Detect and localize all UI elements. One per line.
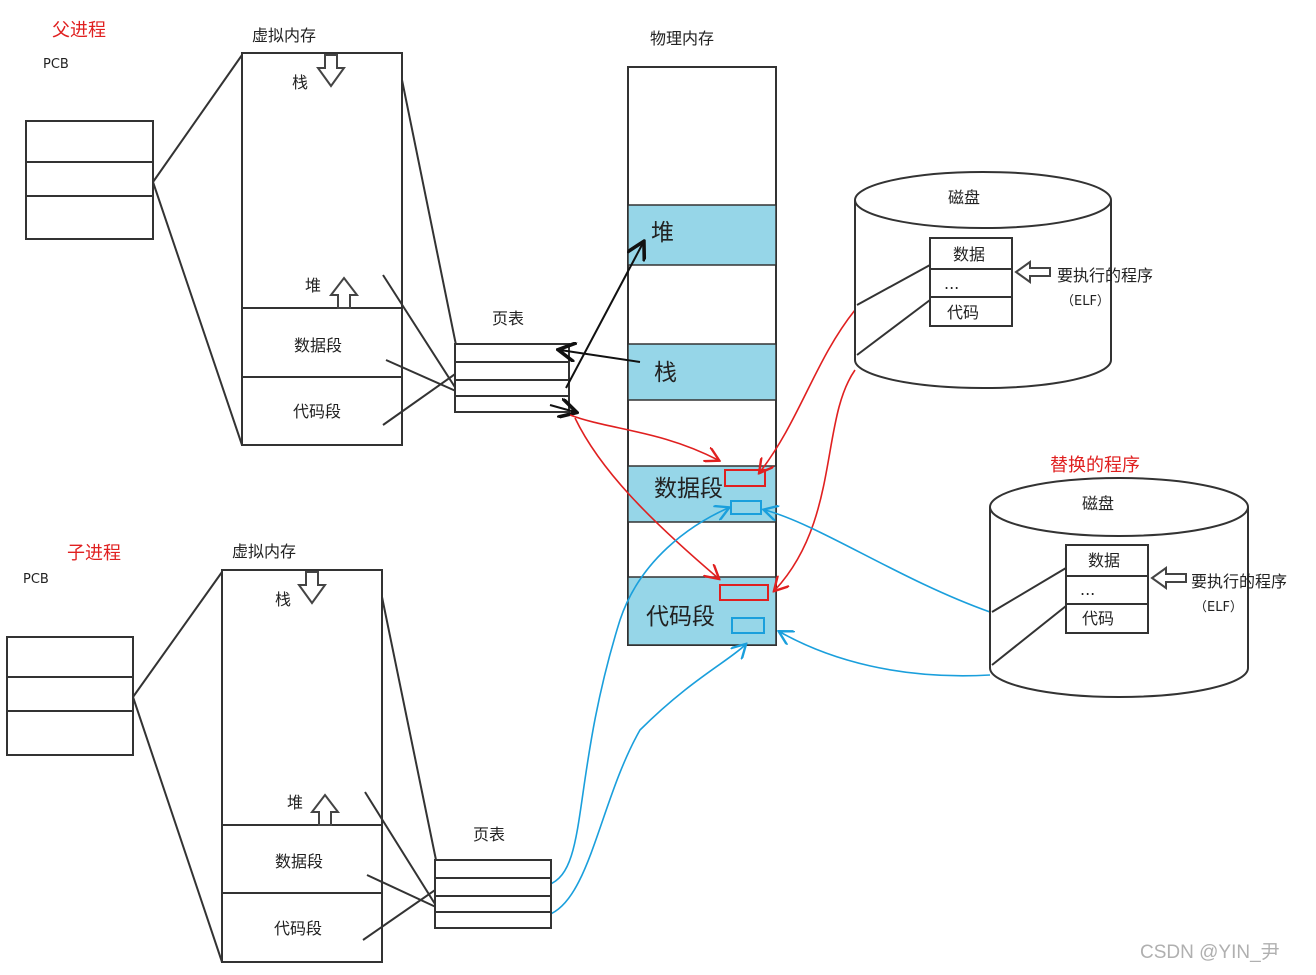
parent-stack-down-arrow: [316, 54, 346, 88]
parent-red-arrows: [569, 309, 856, 590]
child-vm-code-label: 代码段: [274, 919, 323, 938]
disk1-data-label: 数据: [953, 245, 986, 264]
disk1-elf: （ELF）: [1061, 294, 1110, 309]
parent-vm-stack-label: 栈: [292, 73, 309, 92]
child-vm-box: [221, 569, 383, 963]
physical-memory-box: [627, 66, 777, 646]
child-process-title: 子进程: [67, 543, 121, 564]
parent-vm-title: 虚拟内存: [252, 26, 317, 45]
phys-stack-label: 栈: [654, 360, 677, 386]
disk2-links: [991, 567, 1067, 666]
disk2-title: 磁盘: [1082, 494, 1115, 513]
phys-stack-block: [627, 343, 777, 401]
disk1-dots: ...: [944, 274, 960, 293]
new-page-boxes-red: [719, 469, 769, 601]
replacement-program-heading: 替换的程序: [1050, 455, 1140, 476]
child-blue-arrows: [547, 508, 991, 916]
phys-code-block: [627, 576, 777, 646]
parent-pcb-connectors: [152, 54, 243, 446]
physical-memory-title: 物理内存: [650, 29, 715, 48]
disk2-pointer-arrow: [1150, 566, 1187, 590]
child-vm-data-label: 数据段: [275, 852, 324, 871]
child-pcb-box: [6, 636, 134, 756]
disk2-note: 要执行的程序: [1191, 572, 1288, 591]
disk2-elf: （ELF）: [1194, 600, 1243, 615]
watermark: CSDN @YIN_尹: [1140, 942, 1280, 963]
child-pcb-connectors: [132, 571, 223, 963]
disk2-data-label: 数据: [1088, 551, 1121, 570]
disk1-pointer-arrow: [1014, 260, 1051, 284]
disk1-links: [856, 264, 931, 356]
parent-vm-pagetable-links: [382, 79, 461, 426]
parent-process-title: 父进程: [52, 20, 106, 41]
child-heap-up-arrow: [309, 793, 341, 826]
disk1-title: 磁盘: [948, 188, 981, 207]
disk2-dots: ...: [1080, 580, 1096, 599]
parent-mapping-arrows: [549, 243, 643, 412]
parent-page-table: [454, 343, 570, 413]
parent-pcb-label: PCB: [43, 57, 69, 72]
disk2-file-table: [1065, 544, 1149, 634]
parent-pcb-box: [25, 120, 154, 240]
child-vm-title: 虚拟内存: [232, 542, 297, 561]
phys-heap-block: [627, 204, 777, 266]
parent-vm-heap-label: 堆: [305, 276, 322, 295]
parent-heap-up-arrow: [328, 276, 360, 309]
phys-code-label: 代码段: [646, 604, 715, 630]
child-stack-down-arrow: [297, 571, 327, 605]
child-vm-pagetable-links: [362, 596, 441, 941]
parent-page-table-label: 页表: [492, 309, 525, 328]
phys-heap-label: 堆: [651, 220, 674, 246]
phys-data-label: 数据段: [654, 476, 723, 502]
disk1-code-label: 代码: [947, 303, 980, 322]
disk2-code-label: 代码: [1082, 609, 1115, 628]
parent-vm-box: [241, 52, 403, 446]
child-page-table-label: 页表: [473, 825, 506, 844]
disk1-note: 要执行的程序: [1057, 266, 1154, 285]
child-vm-heap-label: 堆: [287, 793, 304, 812]
parent-vm-data-label: 数据段: [294, 336, 343, 355]
child-page-table: [434, 859, 552, 929]
child-vm-stack-label: 栈: [275, 590, 292, 609]
child-pcb-label: PCB: [23, 572, 49, 587]
disk1-file-table: [929, 237, 1013, 327]
parent-vm-code-label: 代码段: [293, 402, 342, 421]
